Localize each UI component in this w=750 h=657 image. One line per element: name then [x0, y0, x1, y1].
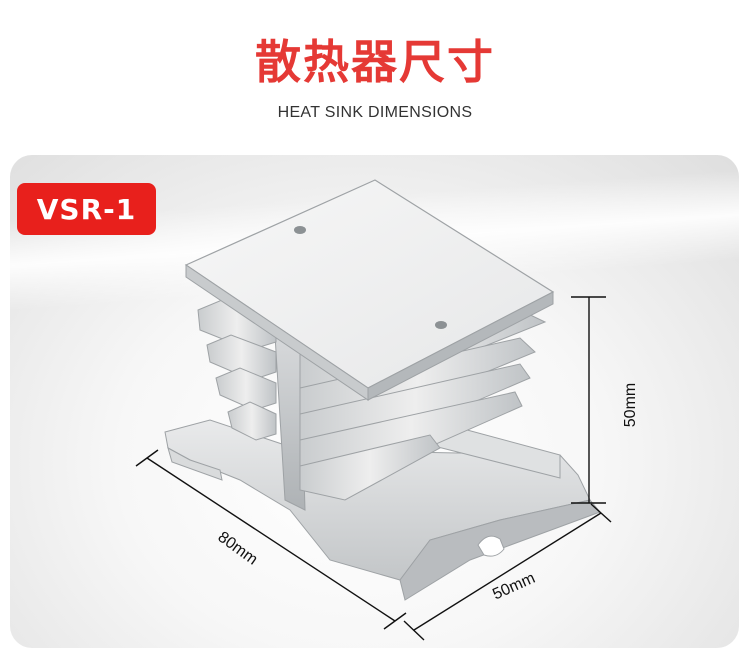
mounting-hole: [435, 321, 447, 329]
height-dimension-label: 50mm: [622, 382, 640, 428]
height-dimension-line: [571, 296, 606, 504]
model-badge: VSR-1: [17, 183, 156, 235]
heat-sink-fins-left: [197, 299, 277, 441]
heat-sink-top-plate: [184, 179, 555, 401]
page-title: 散热器尺寸: [255, 35, 495, 89]
length-dimension-line: [135, 449, 407, 630]
page-subtitle: HEAT SINK DIMENSIONS: [277, 104, 473, 121]
mounting-hole: [294, 226, 306, 234]
width-dimension-line: [403, 503, 612, 641]
